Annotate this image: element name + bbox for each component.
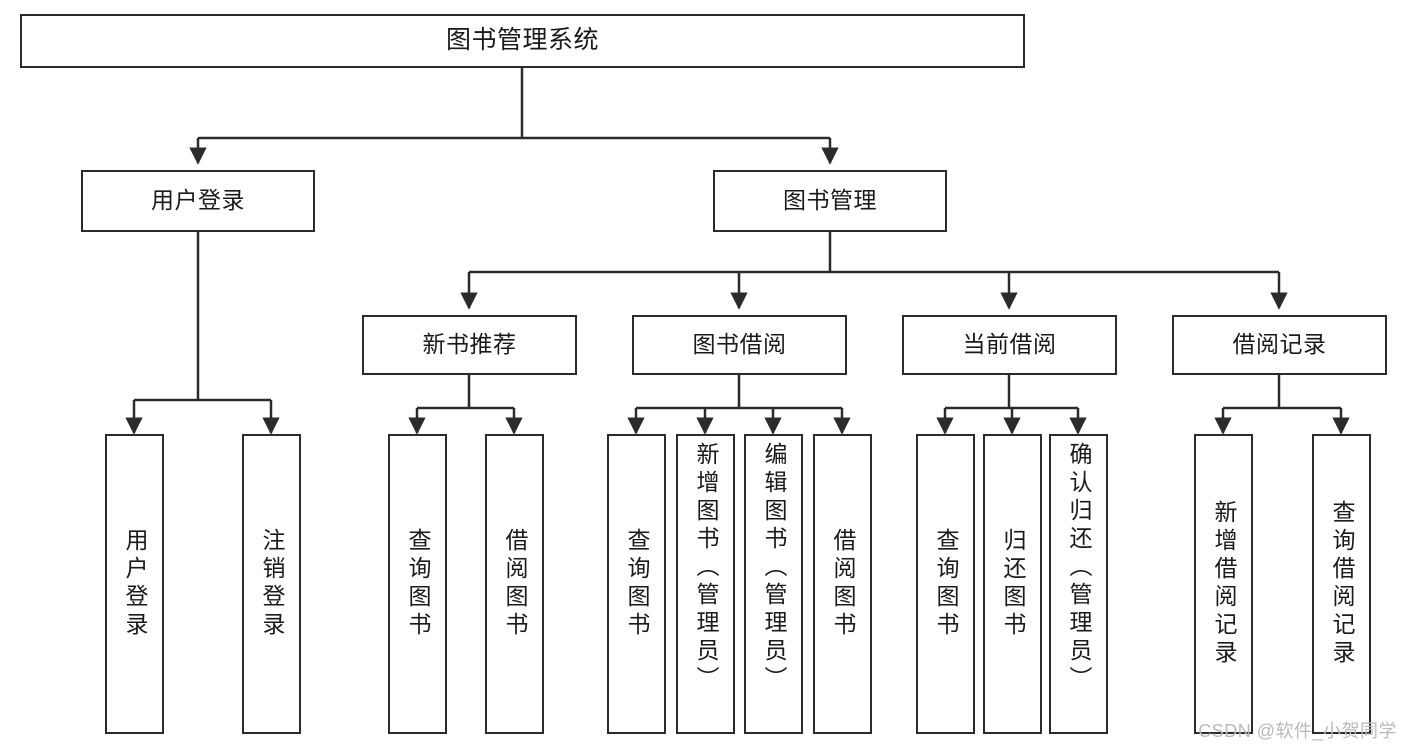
node-label: 确认归还（管理员） [1066,442,1092,694]
node-label: 查询图书 [933,528,959,640]
node-label: 图书管理 [783,187,877,214]
node-current-borrow[interactable]: 当前借阅 [902,315,1117,375]
leaf-user-login-logout[interactable]: 注销登录 [242,434,301,734]
leaf-book-borrow-edit[interactable]: 编辑图书（管理员） [744,434,803,734]
node-book-borrow[interactable]: 图书借阅 [632,315,847,375]
leaf-book-borrow-borrow[interactable]: 借阅图书 [813,434,872,734]
node-root-system[interactable]: 图书管理系统 [20,14,1025,68]
node-label: 归还图书 [1000,528,1026,640]
leaf-new-book-borrow[interactable]: 借阅图书 [485,434,544,734]
node-new-book-recommend[interactable]: 新书推荐 [362,315,577,375]
node-label: 当前借阅 [962,331,1057,358]
node-label: 用户登录 [151,187,245,214]
leaf-user-login-login[interactable]: 用户登录 [105,434,164,734]
leaf-new-book-query[interactable]: 查询图书 [388,434,447,734]
node-label: 新增借阅记录 [1211,500,1237,668]
node-label: 查询图书 [624,528,650,640]
node-label: 借阅图书 [830,528,856,640]
node-label: 用户登录 [122,528,148,640]
leaf-book-borrow-add[interactable]: 新增图书（管理员） [676,434,735,734]
node-label: 借阅图书 [502,528,528,640]
node-label: 借阅记录 [1232,331,1327,358]
node-borrow-record[interactable]: 借阅记录 [1172,315,1387,375]
node-label: 注销登录 [259,528,285,640]
leaf-book-borrow-query[interactable]: 查询图书 [607,434,666,734]
leaf-current-borrow-query[interactable]: 查询图书 [916,434,975,734]
node-label: 图书管理系统 [445,26,599,55]
node-label: 编辑图书（管理员） [761,442,787,694]
node-label: 查询借阅记录 [1329,500,1355,668]
leaf-borrow-record-query[interactable]: 查询借阅记录 [1312,434,1371,734]
node-user-login[interactable]: 用户登录 [81,170,315,232]
node-label: 查询图书 [405,528,431,640]
csdn-watermark: CSDN @软件_小贺同学 [1198,721,1397,741]
node-label: 新书推荐 [422,331,517,358]
node-book-management[interactable]: 图书管理 [713,170,947,232]
node-label: 图书借阅 [692,331,787,358]
leaf-current-borrow-return[interactable]: 归还图书 [983,434,1042,734]
node-label: 新增图书（管理员） [693,442,719,694]
leaf-borrow-record-add[interactable]: 新增借阅记录 [1194,434,1253,734]
leaf-current-borrow-confirm-return[interactable]: 确认归还（管理员） [1049,434,1108,734]
